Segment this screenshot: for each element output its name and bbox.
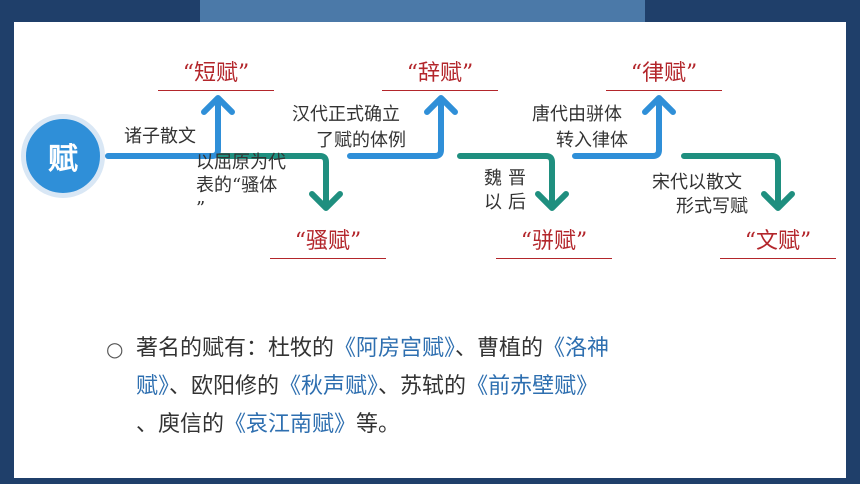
genre-duanfu: “短赋” — [158, 60, 274, 91]
summary-sep-3: 、苏轼的 — [378, 374, 467, 399]
summary-intro: 著名的赋有：杜牧的 — [136, 336, 335, 361]
bullet-circle-icon: ○ — [106, 337, 124, 361]
top-accent — [200, 0, 645, 22]
note-tang-2: 转入律体 — [556, 130, 628, 151]
slide-canvas — [14, 22, 846, 484]
summary-sep-2: 、欧阳修的 — [169, 374, 280, 399]
note-weijin-2: 以后 — [484, 192, 532, 213]
title-luoshen-b: 赋》 — [136, 374, 170, 399]
fu-badge: 赋 — [21, 114, 105, 198]
note-song-2: 形式写赋 — [676, 196, 748, 217]
arrow-to-saofu — [217, 153, 343, 211]
title-luoshen-a: 《洛神 — [543, 336, 610, 361]
note-song-1: 宋代以散文 — [652, 172, 742, 193]
arrow-to-cifu — [347, 95, 458, 159]
badge-label: 赋 — [48, 142, 78, 177]
note-tang-1: 唐代由骈体 — [532, 104, 622, 125]
arrow-to-wenfu — [681, 153, 795, 211]
summary-line-3: 、庾信的《哀江南赋》等。 — [110, 406, 790, 444]
bottom-strip — [14, 478, 846, 484]
title-epang: 《阿房宫赋》 — [334, 336, 456, 361]
title-aijiangnan: 《哀江南赋》 — [224, 412, 357, 437]
genre-lvfu: “律赋” — [606, 60, 722, 91]
title-qiusheng: 《秋声赋》 — [279, 374, 379, 399]
arrow-to-pianfu — [457, 153, 569, 211]
genre-wenfu: “文赋” — [720, 228, 836, 259]
summary-line-1: 著名的赋有：杜牧的《阿房宫赋》、曹植的《洛神 — [110, 330, 790, 368]
summary-sep-4: 、庾信的 — [136, 412, 225, 437]
genre-cifu: “辞赋” — [382, 60, 498, 91]
note-han-1: 汉代正式确立 — [292, 104, 400, 125]
arrow-to-duanfu — [105, 95, 235, 159]
title-qianchibi: 《前赤壁赋》 — [466, 374, 599, 399]
famous-fu-summary: ○ 著名的赋有：杜牧的《阿房宫赋》、曹植的《洛神 赋》、欧阳修的《秋声赋》、苏轼… — [106, 330, 790, 444]
note-weijin-1: 魏晋 — [484, 168, 532, 189]
arrow-to-lvfu — [572, 95, 676, 159]
note-quyuan-3: ” — [196, 198, 206, 219]
note-han-2: 了赋的体例 — [316, 130, 406, 151]
note-zhuzi: 诸子散文 — [124, 126, 196, 147]
genre-saofu: “骚赋” — [270, 228, 386, 259]
note-quyuan-1: 以屈原为代 — [196, 152, 286, 173]
summary-sep-1: 、曹植的 — [455, 336, 544, 361]
summary-end: 等。 — [356, 412, 401, 437]
summary-line-2: 赋》、欧阳修的《秋声赋》、苏轼的《前赤壁赋》 — [110, 368, 790, 406]
note-quyuan-2: 表的“骚体 — [196, 175, 278, 196]
genre-pianfu: “骈赋” — [496, 228, 612, 259]
